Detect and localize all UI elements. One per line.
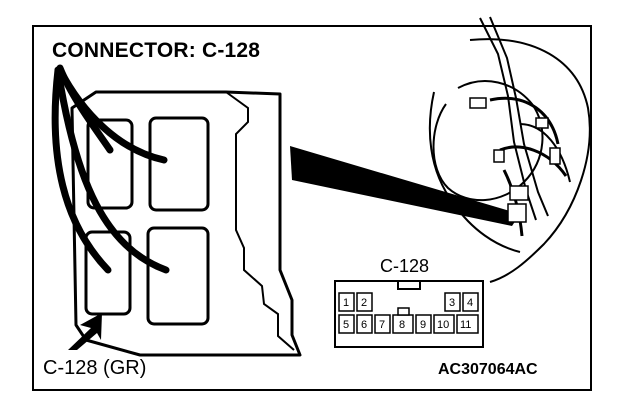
connector-socket-upper-right — [148, 116, 210, 212]
pin-label: 2 — [361, 297, 367, 309]
pin-cell — [415, 314, 432, 334]
pin-label: 11 — [460, 319, 471, 331]
wire-bundle-3 — [51, 66, 112, 274]
wire-bundle-2 — [56, 66, 168, 164]
connector-face-label: C-128 — [380, 256, 430, 276]
pin-key — [397, 307, 410, 316]
pin-cell — [338, 292, 355, 312]
housing-side-shading — [225, 91, 295, 351]
pin-cell — [356, 292, 373, 312]
diagram-border — [32, 25, 592, 391]
wire-bundle-4 — [54, 66, 170, 274]
harness-line-3 — [502, 169, 524, 237]
steering-wheel-inner — [432, 80, 544, 201]
pin-cell — [433, 314, 455, 334]
pin-label: 7 — [379, 319, 385, 331]
pin-label: 1 — [343, 297, 349, 309]
pin-cell — [462, 292, 479, 312]
pin-label: 9 — [420, 319, 426, 331]
connector-location-label: C-128 (GR) — [43, 357, 147, 379]
steering-wheel-rim — [469, 38, 591, 283]
harness-connector-4 — [493, 149, 505, 163]
steering-column-2 — [489, 16, 549, 217]
harness-connector-5 — [509, 185, 529, 201]
pin-label: 3 — [449, 297, 455, 309]
diagram-title: CONNECTOR: C-128 — [52, 39, 261, 62]
pin-label: 4 — [467, 297, 473, 309]
location-arrow — [68, 313, 102, 350]
harness-line-4 — [519, 123, 571, 183]
harness-connector-6 — [507, 203, 527, 223]
harness-connector-1 — [469, 97, 487, 109]
pin-cell — [456, 314, 479, 334]
connector-socket-lower-right — [146, 226, 210, 326]
harness-connector-2 — [535, 117, 549, 129]
pin-cell — [444, 292, 461, 312]
pin-label: 10 — [437, 319, 449, 331]
view-pointer-beam — [290, 146, 520, 226]
harness-line-2 — [499, 145, 568, 177]
pin-cell — [374, 314, 391, 334]
pin-label: 6 — [361, 319, 367, 331]
connector-face-latch — [397, 280, 421, 290]
pin-label: 5 — [343, 319, 349, 331]
figure-code: AC307064AC — [438, 361, 538, 378]
harness-connector-3 — [549, 147, 561, 165]
harness-line-1 — [489, 96, 560, 145]
dashboard-curve — [428, 91, 521, 253]
pin-cell — [356, 314, 373, 334]
pin-label: 8 — [399, 319, 405, 331]
pin-cell — [338, 314, 355, 334]
